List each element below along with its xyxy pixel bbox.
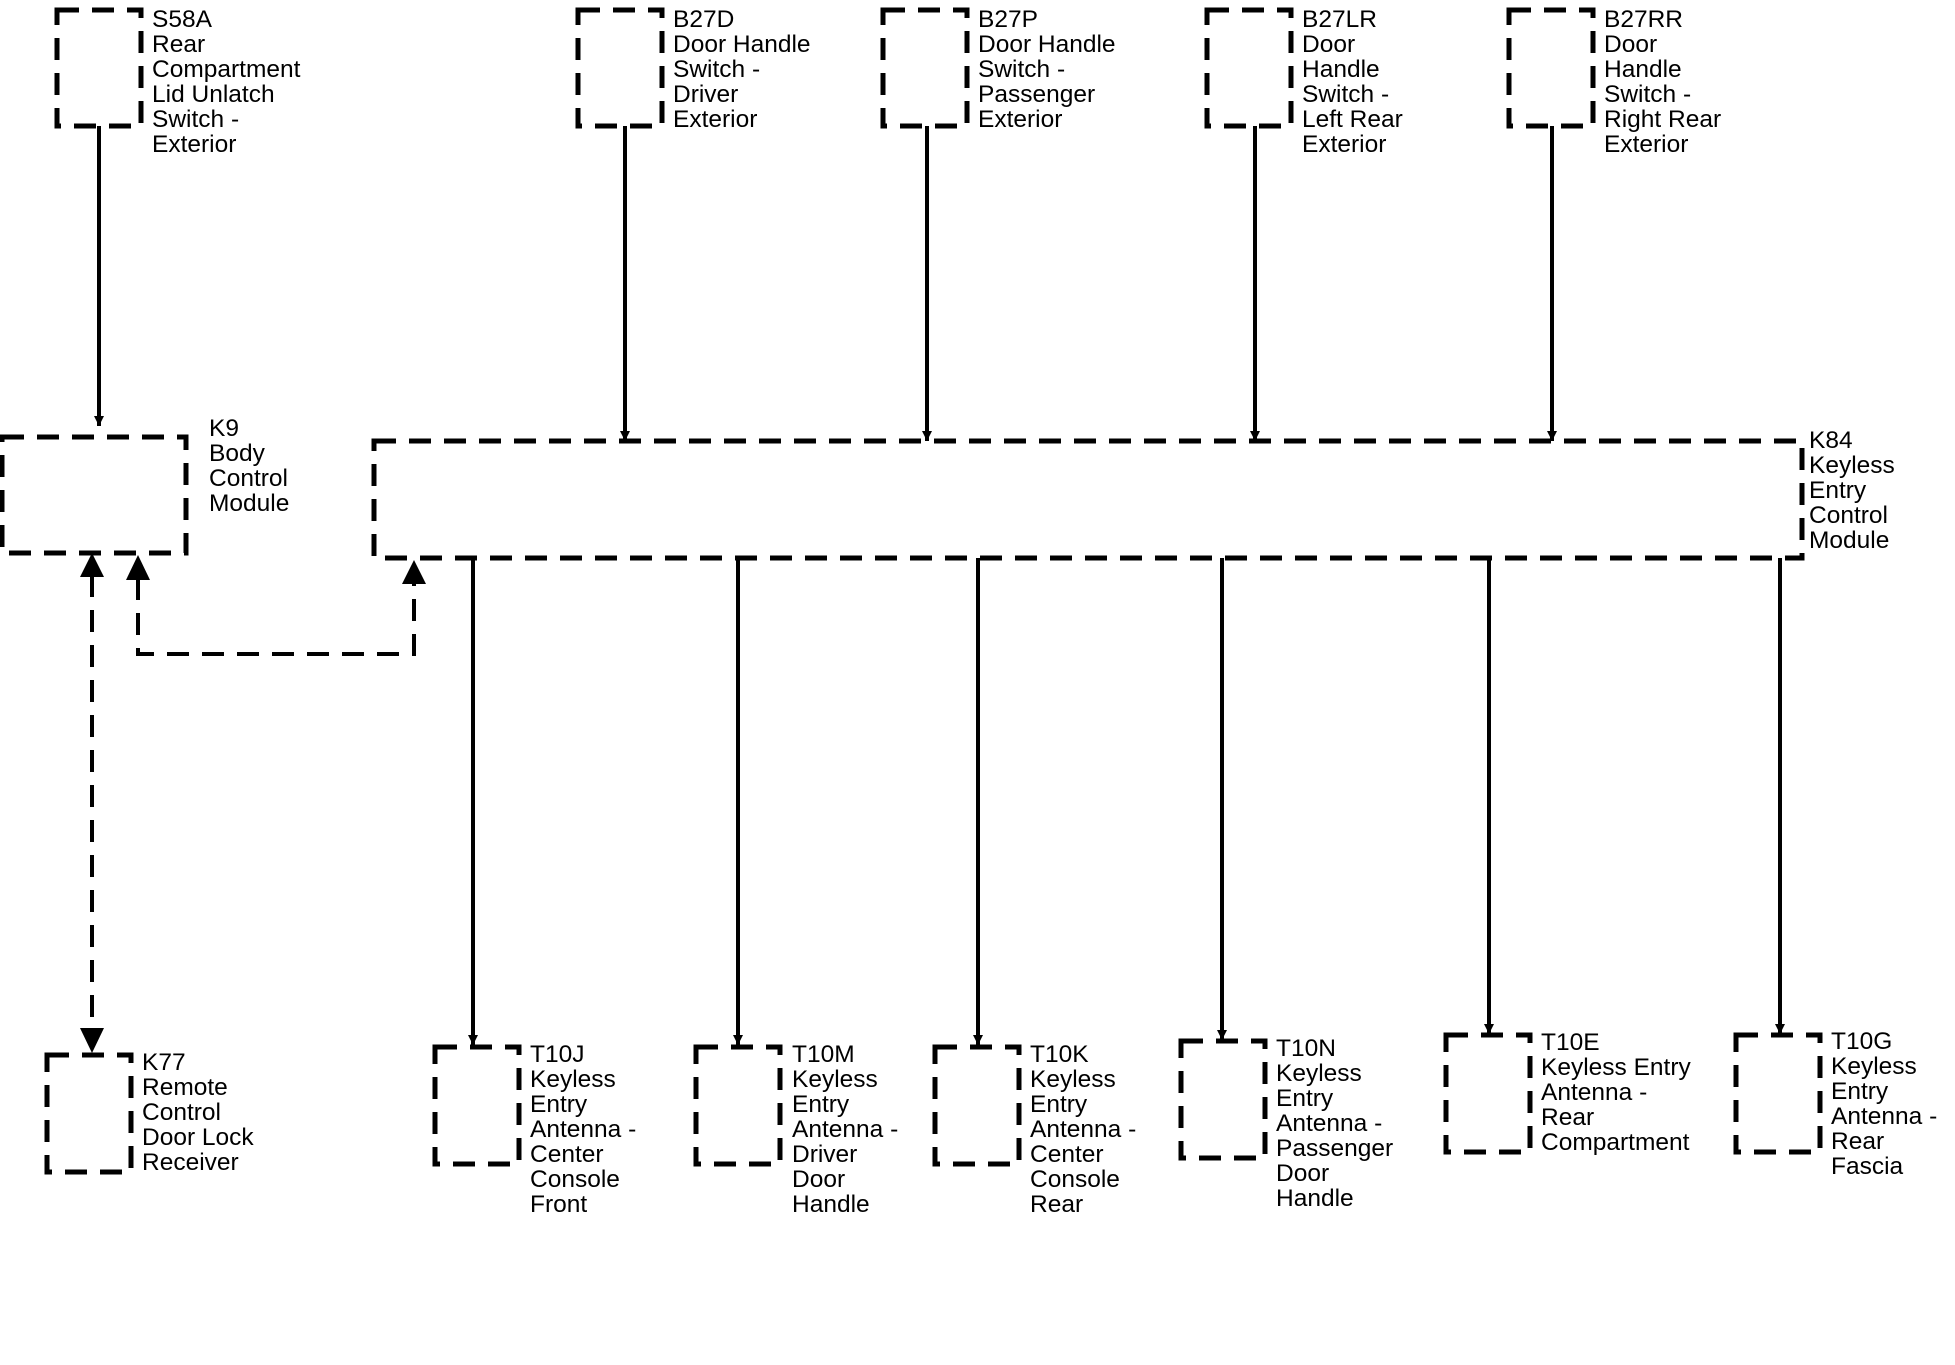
module-box-b27rr [1506,7,1596,129]
module-box-t10e [1443,1032,1533,1155]
label-t10n: T10N Keyless Entry Antenna - Passenger D… [1276,1035,1400,1212]
arrowhead-k77-up [80,553,104,577]
label-t10e: T10E Keyless Entry Antenna - Rear Compar… [1541,1029,1698,1156]
module-box-t10k [932,1044,1022,1167]
module-box-k84 [371,438,1805,561]
module-box-k9 [0,434,189,556]
connector-k9-k84-serial [136,578,416,656]
module-box-t10j [432,1044,522,1167]
arrowhead-k77-down [80,1028,104,1053]
module-box-s58a [54,7,144,129]
arrowhead-k84-up [402,560,426,584]
label-b27rr: B27RR Door Handle Switch - Right Rear Ex… [1604,6,1728,158]
label-t10k: T10K Keyless Entry Antenna - Center Cons… [1030,1041,1143,1218]
label-s58a: S58A Rear Compartment Lid Unlatch Switch… [152,6,307,158]
label-b27d: B27D Door Handle Switch - Driver Exterio… [673,6,817,133]
label-k9: K9 Body Control Module [209,415,295,517]
module-box-b27p [880,7,970,129]
label-k77: K77 Remote Control Door Lock Receiver [142,1049,260,1176]
label-t10j: T10J Keyless Entry Antenna - Center Cons… [530,1041,643,1218]
module-box-b27d [575,7,665,129]
label-b27p: B27P Door Handle Switch - Passenger Exte… [978,6,1122,133]
arrowhead-k9-up [126,555,150,580]
label-k84: K84 Keyless Entry Control Module [1809,427,1902,554]
label-b27lr: B27LR Door Handle Switch - Left Rear Ext… [1302,6,1410,158]
label-t10m: T10M Keyless Entry Antenna - Driver Door… [792,1041,905,1218]
module-box-k77 [44,1052,134,1175]
label-t10g: T10G Keyless Entry Antenna - Rear Fascia [1831,1028,1944,1180]
module-box-t10g [1733,1032,1823,1155]
module-box-t10n [1178,1038,1268,1161]
module-box-t10m [693,1044,783,1167]
module-box-b27lr [1204,7,1294,129]
